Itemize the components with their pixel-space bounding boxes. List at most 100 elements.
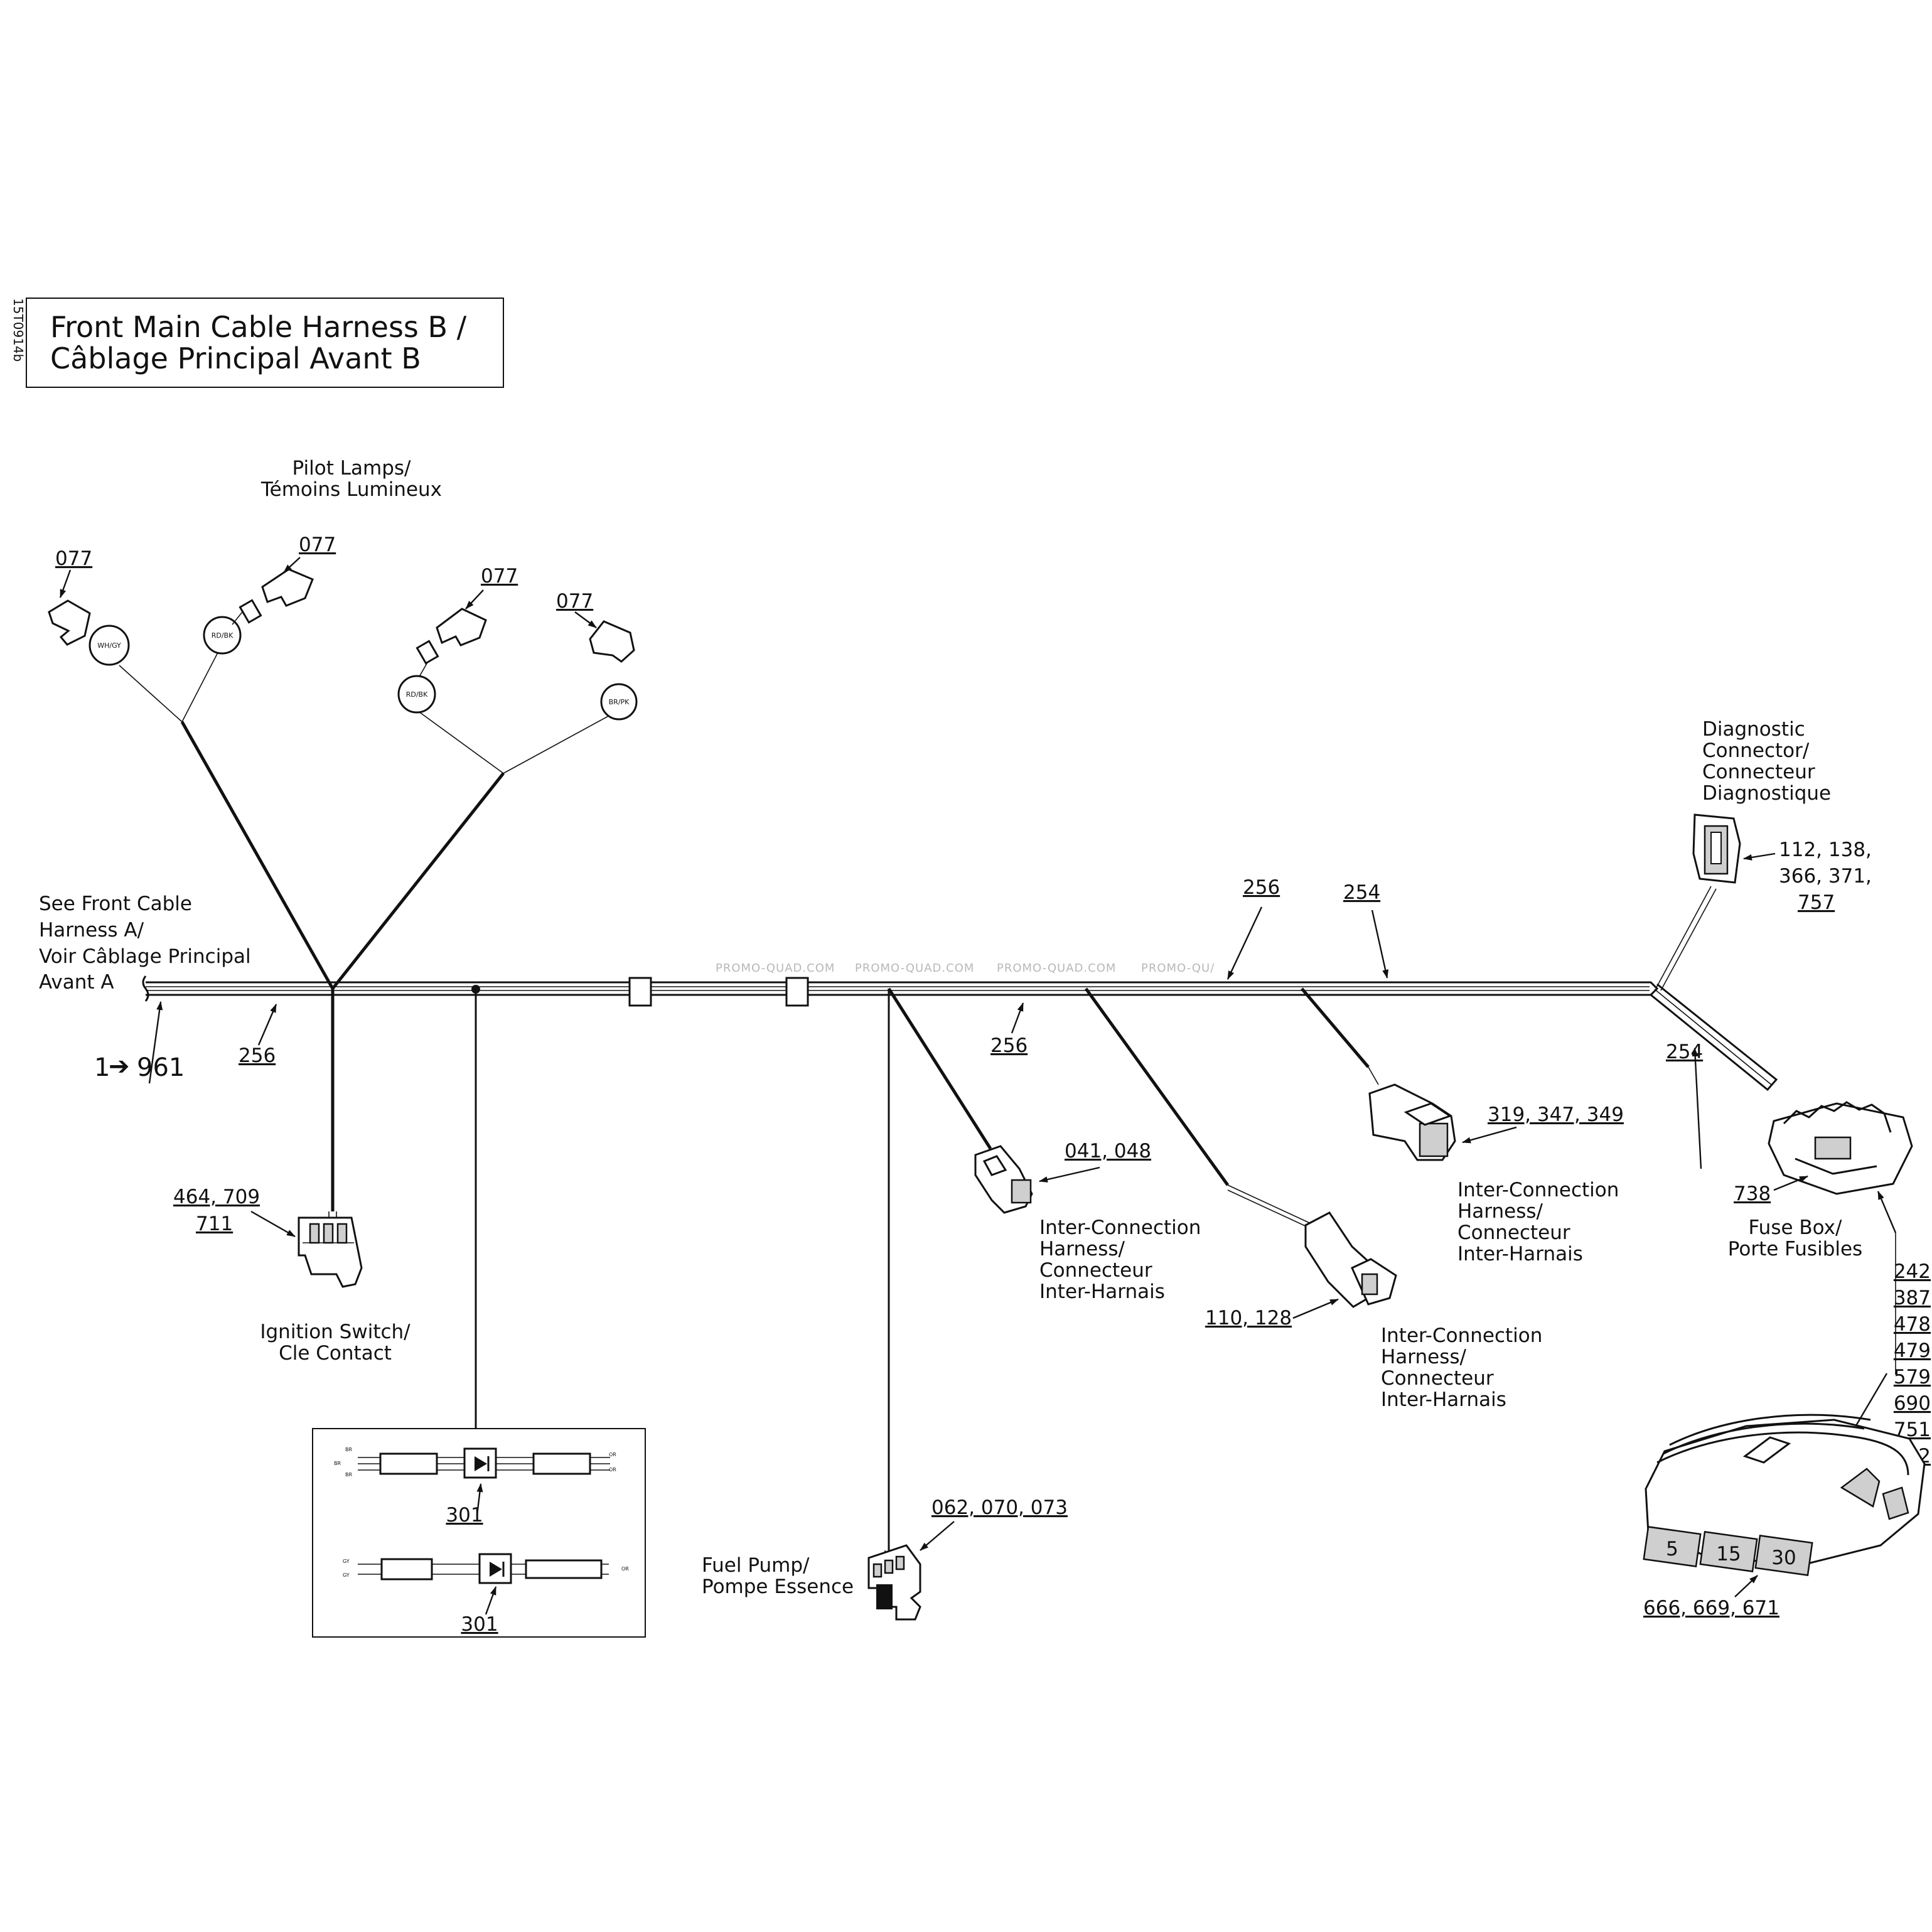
label-fuel-pump: Pompe Essence	[702, 1575, 854, 1598]
pilot-lamp-connector-icon	[436, 608, 487, 647]
label-diagnostic: Connector/	[1702, 739, 1810, 762]
label-diagnostic: Diagnostic	[1702, 718, 1805, 741]
label-fuse-box: Porte Fusibles	[1728, 1238, 1862, 1260]
pilot-lamp-branch: WH/GY RD/BK RD/BK BR/PK	[48, 557, 638, 990]
fuse-block-detail-icon	[1643, 1373, 1926, 1577]
label-interconnect-3: Inter-Harnais	[1457, 1243, 1583, 1265]
fuel-pump-connector-icon	[867, 1544, 921, 1621]
diode-wire-label: BR	[345, 1447, 352, 1452]
diode-wire-label: GY	[343, 1572, 350, 1578]
ref-branch-fuse: 254	[1666, 1041, 1703, 1063]
label-diagnostic: Connecteur	[1702, 761, 1815, 783]
label-interconnect-1: Harness/	[1039, 1238, 1125, 1260]
diode-wire-label: BR	[345, 1472, 352, 1478]
label-ignition: Ignition Switch/	[260, 1321, 411, 1343]
label-interconnect-2: Connecteur	[1381, 1367, 1494, 1390]
label-fuse-box: Fuse Box/	[1749, 1216, 1842, 1239]
ref-harness-top2: 254	[1343, 881, 1380, 904]
wire-color-tag	[600, 683, 638, 721]
ref-lamp4: 077	[556, 590, 593, 613]
label-see-front: See Front Cable	[39, 893, 192, 915]
ref-diagnostic: 366, 371,	[1779, 865, 1872, 888]
ref-fuse-list-item: 387	[1894, 1287, 1931, 1309]
ref-diode-top: 301	[446, 1504, 483, 1527]
title-line1: Front Main Cable Harness B /	[50, 310, 467, 344]
fuse-box-branch	[1650, 983, 1778, 1092]
watermark: PROMO-QUAD.COM	[997, 962, 1116, 975]
watermark: PROMO-QUAD.COM	[855, 962, 974, 975]
pilot-lamp-connector-icon	[261, 568, 314, 607]
harness-clip	[628, 977, 652, 1007]
label-interconnect-1: Connecteur	[1039, 1259, 1152, 1282]
title-box: Front Main Cable Harness B / Câblage Pri…	[26, 298, 504, 388]
ref-fuse-list-item: 479	[1894, 1339, 1931, 1362]
harness-clip	[785, 977, 809, 1007]
title-line2: Câblage Principal Avant B	[50, 341, 421, 375]
ref-harness-left: 256	[239, 1044, 276, 1067]
ref-diagnostic: 112, 138,	[1779, 839, 1872, 861]
diode-detail-box: BR BR BR OR OR GY GY OR	[312, 985, 646, 1638]
watermark: PROMO-QU/	[1141, 962, 1215, 975]
wire-color-label: RD/BK	[406, 690, 428, 699]
interconnect-2-connector-icon	[1304, 1211, 1397, 1308]
main-harness	[142, 975, 1659, 1007]
wire-color-tag	[397, 675, 436, 714]
ref-fuse-list-item: 579	[1894, 1366, 1931, 1388]
ref-interconnect-2: 110, 128	[1205, 1307, 1292, 1329]
wire-color-label: RD/BK	[212, 631, 233, 640]
interconnect-1-branch	[887, 987, 992, 1150]
range-end: 961	[137, 1053, 185, 1082]
wire-color-label: BR/PK	[609, 698, 630, 706]
ref-lamp3: 077	[481, 565, 518, 588]
label-ignition: Cle Contact	[279, 1342, 392, 1365]
ref-harness-mid: 256	[990, 1034, 1028, 1057]
ref-relay: 666, 669, 671	[1643, 1597, 1779, 1619]
fuse-box-icon	[1768, 1101, 1913, 1195]
interconnect-3-connector-icon	[1368, 1083, 1456, 1161]
ignition-branch	[328, 989, 337, 1224]
ref-diode-bottom: 301	[461, 1613, 498, 1636]
fuse-ref-list	[1877, 1191, 1897, 1375]
diode-wire-label: BR	[334, 1461, 341, 1466]
label-interconnect-3: Inter-Connection	[1457, 1179, 1619, 1201]
interconnect-2-branch	[1084, 987, 1312, 1230]
label-see-front: Voir Câblage Principal	[39, 945, 251, 968]
diode-wire-label: OR	[609, 1467, 616, 1473]
ref-fuse-list-item: 690	[1894, 1392, 1931, 1415]
diagnostic-connector-icon	[1692, 813, 1741, 884]
ref-interconnect-3: 319, 347, 349	[1488, 1103, 1624, 1126]
ref-lamp2: 077	[299, 534, 336, 556]
ref-fuel-pump: 062, 070, 073	[931, 1496, 1068, 1519]
interconnect-1-connector-icon	[974, 1145, 1033, 1214]
ignition-switch-connector-icon	[298, 1216, 363, 1288]
ref-fuse-list-item: 242	[1894, 1260, 1931, 1283]
diode-wire-label: OR	[609, 1452, 616, 1457]
fuse-marking: 15	[1716, 1543, 1741, 1565]
pilot-lamp-connector-icon	[589, 620, 635, 663]
range-start: 1	[94, 1053, 110, 1082]
watermark: PROMO-QUAD.COM	[716, 962, 835, 975]
range-arrow: ➔	[109, 1052, 130, 1081]
ref-fuse-list-item: 478	[1894, 1313, 1931, 1336]
label-see-front: Harness A/	[39, 919, 144, 942]
ref-diagnostic: 757	[1798, 891, 1835, 914]
label-see-front: Avant A	[39, 971, 114, 994]
label-pilot-lamps: Témoins Lumineux	[260, 478, 442, 501]
ref-ignition: 711	[196, 1213, 233, 1235]
label-interconnect-2: Inter-Harnais	[1381, 1388, 1506, 1411]
label-pilot-lamps: Pilot Lamps/	[292, 457, 412, 480]
ref-ignition: 464, 709	[173, 1186, 260, 1208]
wire-color-tag	[89, 625, 130, 666]
fuse-marking: 30	[1771, 1547, 1796, 1569]
label-interconnect-3: Connecteur	[1457, 1221, 1570, 1244]
ref-interconnect-1: 041, 048	[1065, 1140, 1151, 1162]
ref-harness-top: 256	[1243, 876, 1280, 899]
ref-lamp1: 077	[55, 547, 92, 570]
label-interconnect-1: Inter-Harnais	[1039, 1280, 1165, 1303]
label-interconnect-3: Harness/	[1457, 1200, 1543, 1223]
label-interconnect-2: Inter-Connection	[1381, 1324, 1542, 1347]
fuse-marking: 5	[1666, 1538, 1678, 1560]
fuel-pump-branch	[884, 989, 893, 1563]
pilot-lamp-connector-icon	[48, 599, 91, 646]
